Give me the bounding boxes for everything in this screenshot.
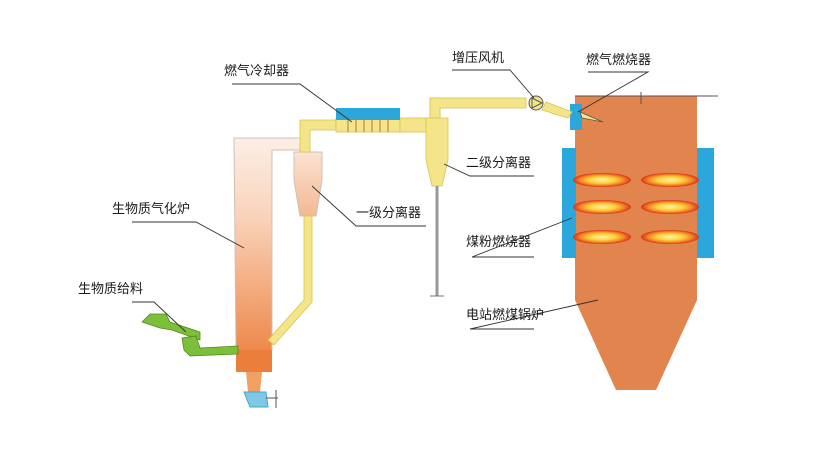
leader-lines bbox=[132, 69, 650, 333]
label-primary-separator: 一级分离器 bbox=[356, 206, 422, 221]
label-gasifier: 生物质气化炉 bbox=[112, 202, 191, 217]
label-secondary-separator: 二级分离器 bbox=[466, 156, 532, 171]
gas-cooler bbox=[336, 108, 400, 132]
leader-coal-burner bbox=[471, 217, 573, 258]
label-gas-cooler: 燃气冷却器 bbox=[224, 64, 290, 79]
label-boiler: 电站燃煤锅炉 bbox=[466, 308, 545, 323]
leader-primary-separator bbox=[311, 185, 426, 227]
leader-boiler bbox=[469, 299, 599, 330]
leader-gas-burner bbox=[577, 71, 650, 113]
label-coal-burner: 煤粉燃烧器 bbox=[466, 235, 532, 250]
power-plant-boiler bbox=[562, 92, 718, 390]
primary-cyclone-separator bbox=[267, 151, 323, 346]
label-booster-fan: 增压风机 bbox=[452, 51, 505, 66]
label-gas-burner: 燃气燃烧器 bbox=[586, 53, 652, 68]
biomass-feed-screw bbox=[141, 313, 239, 357]
leader-gas-cooler bbox=[232, 83, 353, 123]
coal-burner-flames bbox=[573, 173, 699, 244]
leader-gasifier bbox=[132, 221, 245, 249]
leader-secondary-separator bbox=[443, 163, 534, 177]
leader-booster-fan bbox=[452, 69, 535, 99]
biomass-gasifier bbox=[233, 137, 303, 408]
left-burner-box bbox=[562, 148, 576, 258]
secondary-cyclone-separator bbox=[425, 117, 449, 297]
leader-biomass-feed bbox=[132, 301, 187, 333]
right-burner-box bbox=[697, 148, 714, 258]
gas-burner bbox=[570, 104, 604, 130]
booster-fan bbox=[528, 95, 544, 111]
label-biomass-feed: 生物质给料 bbox=[78, 282, 144, 297]
